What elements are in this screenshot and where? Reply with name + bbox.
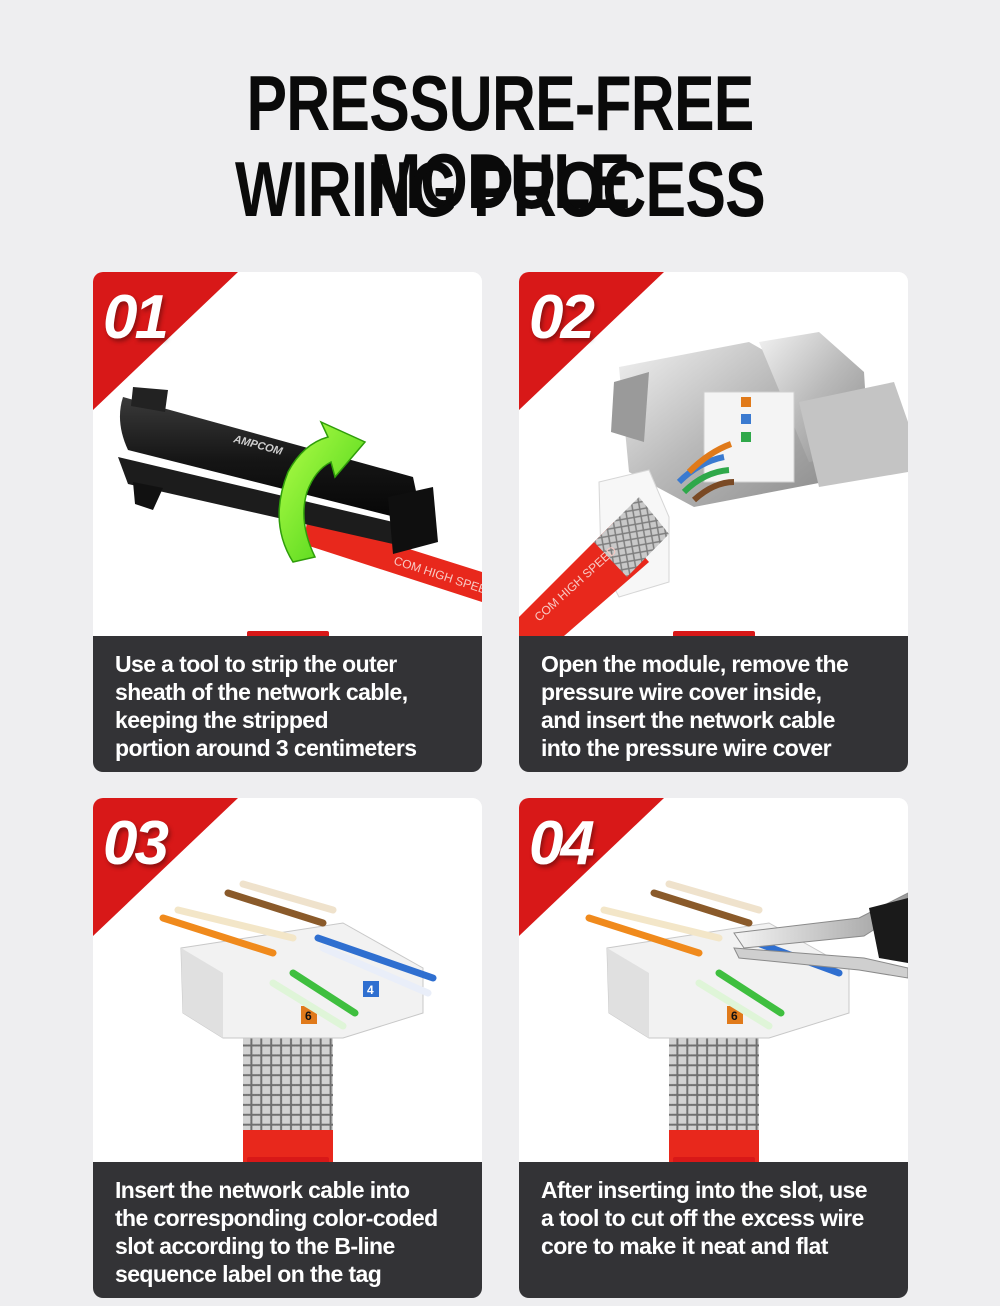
- slot-label: 6: [731, 1009, 738, 1023]
- step-1-image: COM HIGH SPEED AMPCOM 01: [93, 272, 482, 636]
- caption-line: portion around 3 centimeters: [115, 735, 417, 761]
- caption-line: into the pressure wire cover: [541, 735, 832, 761]
- step-3-image: 4 6 03: [93, 798, 482, 1162]
- step-number-2: 02: [529, 283, 595, 352]
- caption-line: a tool to cut off the excess wire: [541, 1205, 864, 1231]
- step-2-caption: Open the module, remove the pressure wir…: [519, 636, 908, 772]
- step-1-caption: Use a tool to strip the outer sheath of …: [93, 636, 482, 772]
- step-2-image: COM HIGH SPEED 02: [519, 272, 908, 636]
- step-3-caption: Insert the network cable into the corres…: [93, 1162, 482, 1298]
- page-title-line-2: WIRING PROCESS: [235, 145, 766, 233]
- caption-line: core to make it neat and flat: [541, 1233, 828, 1259]
- caption-line: slot according to the B-line: [115, 1233, 395, 1259]
- caption-line: sequence label on the tag: [115, 1261, 382, 1287]
- step-4-caption: After inserting into the slot, use a too…: [519, 1162, 908, 1298]
- step-card-4: 6 04 After inserting into the slot, use …: [519, 798, 908, 1298]
- caption-line: Insert the network cable into: [115, 1177, 410, 1203]
- caption-tab: [247, 631, 329, 639]
- step-card-3: 4 6 03 Insert the network cable into the…: [93, 798, 482, 1298]
- step-number-1: 01: [103, 283, 169, 352]
- caption-line: keeping the stripped: [115, 707, 329, 733]
- step-4-image: 6 04: [519, 798, 908, 1162]
- caption-line: pressure wire cover inside,: [541, 679, 822, 705]
- caption-line: Open the module, remove the: [541, 651, 849, 677]
- caption-tab: [247, 1157, 329, 1165]
- step-number-4: 04: [529, 809, 595, 878]
- step-card-2: COM HIGH SPEED 02 Open the module, remov…: [519, 272, 908, 772]
- caption-line: Use a tool to strip the outer: [115, 651, 397, 677]
- caption-tab: [673, 1157, 755, 1165]
- caption-line: sheath of the network cable,: [115, 679, 408, 705]
- caption-line: After inserting into the slot, use: [541, 1177, 868, 1203]
- caption-line: the corresponding color-coded: [115, 1205, 438, 1231]
- page-title-line-1: PRESSURE-FREE MODULE: [246, 59, 754, 225]
- step-card-1: COM HIGH SPEED AMPCOM 01 Use a tool to s…: [93, 272, 482, 772]
- caption-line: and insert the network cable: [541, 707, 835, 733]
- caption-tab: [673, 631, 755, 639]
- slot-label: 4: [367, 983, 374, 997]
- step-number-3: 03: [103, 809, 169, 878]
- slot-label: 6: [305, 1009, 312, 1023]
